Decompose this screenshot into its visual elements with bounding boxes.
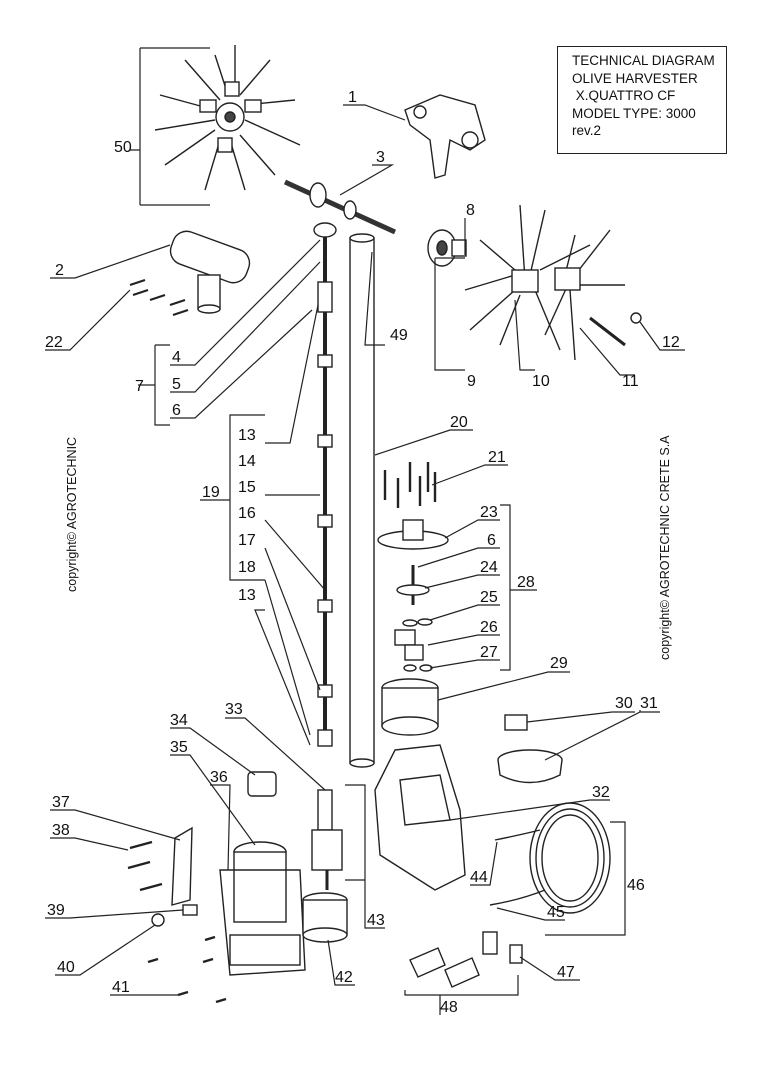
part-label-35: 35 xyxy=(170,739,188,756)
part-label-47: 47 xyxy=(557,964,575,981)
part-label-4: 4 xyxy=(172,349,181,366)
bolts-part-21 xyxy=(383,462,437,508)
title-line: OLIVE HARVESTER xyxy=(572,70,698,86)
part-label-15: 15 xyxy=(238,479,256,496)
part-label-38: 38 xyxy=(52,822,70,839)
flange-part xyxy=(427,229,467,267)
part-label-50: 50 xyxy=(114,139,132,156)
part-number-labels: 50 1 3 2 22 4 7 5 6 8 9 10 11 12 49 13 1… xyxy=(45,89,680,1016)
bracket-part xyxy=(404,94,486,179)
ring-part-29 xyxy=(381,678,439,736)
leader-lines xyxy=(45,47,685,1015)
part-label-18c: 18 xyxy=(238,559,256,576)
part-label-22: 22 xyxy=(45,334,63,351)
part-label-45: 45 xyxy=(547,904,565,921)
screws-part-38 xyxy=(127,840,163,892)
part-label-30: 30 xyxy=(615,695,633,712)
part-label-14: 14 xyxy=(238,453,256,470)
part-label-10: 10 xyxy=(532,373,550,390)
part-label-1: 1 xyxy=(348,89,357,106)
motor-part xyxy=(311,789,343,890)
rake-head-right xyxy=(464,204,642,361)
part-label-21: 21 xyxy=(488,449,506,466)
part-label-48c: 48 xyxy=(440,999,458,1016)
part-label-3: 3 xyxy=(376,149,385,166)
main-tube-part xyxy=(349,233,375,768)
part-label-40: 40 xyxy=(57,959,75,976)
part-label-6: 6 xyxy=(172,402,181,419)
title-line: X.QUATTRO CF xyxy=(572,88,676,103)
part-label-32: 32 xyxy=(592,784,610,801)
connector-part-39 xyxy=(182,904,198,916)
rake-head-assembly xyxy=(154,45,301,191)
part-label-41: 41 xyxy=(112,979,130,996)
part-label-6b: 6 xyxy=(487,532,496,549)
part-label-46: 46 xyxy=(627,877,645,894)
part-label-9: 9 xyxy=(467,373,476,390)
clamp-part-31 xyxy=(497,749,563,784)
cable-part-46 xyxy=(489,802,611,914)
part-label-5: 5 xyxy=(172,376,181,393)
switch-part-30 xyxy=(504,714,528,731)
part-label-31: 31 xyxy=(640,695,658,712)
shaft-part-24 xyxy=(396,565,430,605)
part-label-27: 27 xyxy=(480,644,498,661)
part-label-13c: 13 xyxy=(238,587,256,604)
part-label-23: 23 xyxy=(480,504,498,521)
gear-shaft-part xyxy=(283,179,397,235)
part-label-20: 20 xyxy=(450,414,468,431)
part-label-34: 34 xyxy=(170,712,188,729)
clip-part-34 xyxy=(247,771,277,797)
part-label-13: 13 xyxy=(238,427,256,444)
part-label-42: 42 xyxy=(335,969,353,986)
part-label-39: 39 xyxy=(47,902,65,919)
part-label-12: 12 xyxy=(662,334,680,351)
screws-part-41 xyxy=(147,935,227,1004)
part-label-24: 24 xyxy=(480,559,498,576)
part-label-17: 17 xyxy=(238,532,256,549)
part-label-36: 36 xyxy=(210,769,228,786)
part-label-29: 29 xyxy=(550,655,568,672)
housing-part-32 xyxy=(374,744,466,891)
body-part-35 xyxy=(219,841,306,976)
screws-part-22 xyxy=(129,278,189,317)
part-label-2: 2 xyxy=(55,262,64,279)
part-label-19: 19 xyxy=(202,484,220,501)
part-label-44: 44 xyxy=(470,869,488,886)
part-label-37: 37 xyxy=(52,794,70,811)
title-line: MODEL TYPE: 3000 xyxy=(572,105,696,121)
part-label-8: 8 xyxy=(466,202,475,219)
part-drawings xyxy=(127,45,642,1004)
bearings-part xyxy=(394,618,433,672)
title-line: rev.2 xyxy=(572,123,602,138)
terminal-part-47 xyxy=(509,944,523,964)
part-label-7: 7 xyxy=(135,378,144,395)
sleeve-part-42 xyxy=(302,892,348,943)
part-label-11: 11 xyxy=(622,373,639,390)
cap-part-23 xyxy=(377,519,449,550)
handle-part-37 xyxy=(171,826,193,906)
part-label-33: 33 xyxy=(225,701,243,718)
part-label-26: 26 xyxy=(480,619,498,636)
clips-part-48 xyxy=(409,931,498,988)
drive-shaft-part xyxy=(313,222,337,747)
part-label-49: 49 xyxy=(390,327,408,344)
knob-part-40 xyxy=(151,913,165,927)
part-label-25: 25 xyxy=(480,589,498,606)
part-label-28: 28 xyxy=(517,574,535,591)
part-label-43: 43 xyxy=(367,912,385,929)
coupling-part xyxy=(169,230,251,314)
part-label-16: 16 xyxy=(238,505,256,522)
title-line: TECHNICAL DIAGRAM xyxy=(572,53,715,68)
title-block: TECHNICAL DIAGRAM OLIVE HARVESTER X.QUAT… xyxy=(557,46,727,154)
